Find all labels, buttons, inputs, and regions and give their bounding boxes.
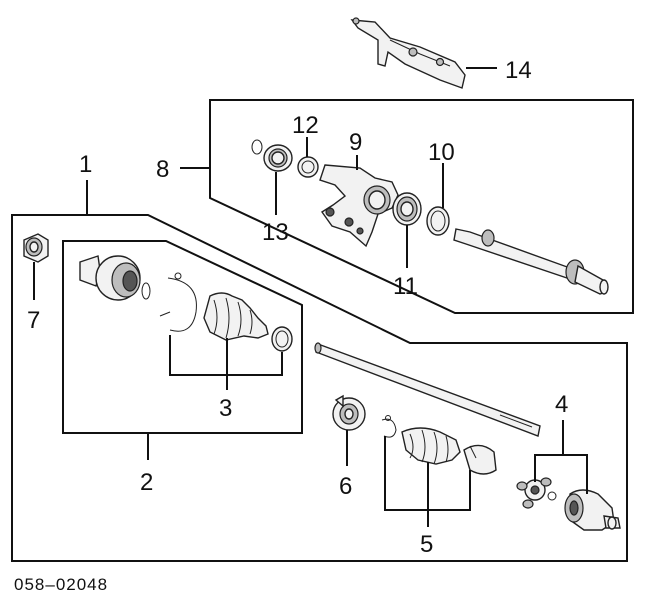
- callout-4: 4: [555, 391, 568, 418]
- callout-1: 1: [79, 151, 92, 178]
- outer-boot-band-small: [271, 326, 293, 352]
- bearing-support-9: [319, 164, 399, 248]
- dynamic-damper-6: [332, 394, 366, 431]
- outer-boot-band-large: [159, 272, 197, 332]
- spindle-nut-7: [23, 233, 49, 263]
- inner-cv-boot: [401, 427, 461, 465]
- callout-5: 5: [420, 531, 433, 558]
- callout-3: 3: [219, 395, 232, 422]
- snap-ring-10: [426, 206, 450, 236]
- callout-13: 13: [262, 219, 289, 246]
- callout-10: 10: [428, 139, 455, 166]
- callout-6: 6: [339, 473, 352, 500]
- callout-7: 7: [27, 307, 40, 334]
- callout-11: 11: [393, 273, 418, 300]
- callout-2: 2: [140, 469, 153, 496]
- callout-14: 14: [505, 57, 532, 84]
- ball-bearing-11: [392, 192, 422, 226]
- outer-cv-joint: [79, 255, 151, 301]
- outer-cv-boot: [203, 292, 269, 341]
- frame-outer-joint-kit: [62, 240, 303, 434]
- frame-intermediate-shaft: [209, 99, 634, 314]
- inner-boot-band-large: [463, 444, 497, 475]
- tripod-joint-4: [516, 477, 557, 509]
- inner-boot-band-small: [381, 415, 397, 438]
- frame-main-assembly: [11, 214, 628, 562]
- halfshaft: [314, 342, 541, 437]
- small-snap-ring-13: [251, 139, 263, 155]
- callout-8: 8: [156, 156, 169, 183]
- snap-ring-12: [297, 156, 319, 178]
- intermediate-shaft: [453, 228, 609, 295]
- dust-seal-13: [263, 144, 293, 172]
- diagram-code: 058–02048: [14, 575, 108, 594]
- callout-12: 12: [292, 112, 319, 139]
- callout-9: 9: [349, 129, 362, 156]
- heat-shield-bracket: [350, 17, 466, 89]
- inner-cv-housing-4: [564, 489, 621, 531]
- leader-lines: [33, 67, 588, 527]
